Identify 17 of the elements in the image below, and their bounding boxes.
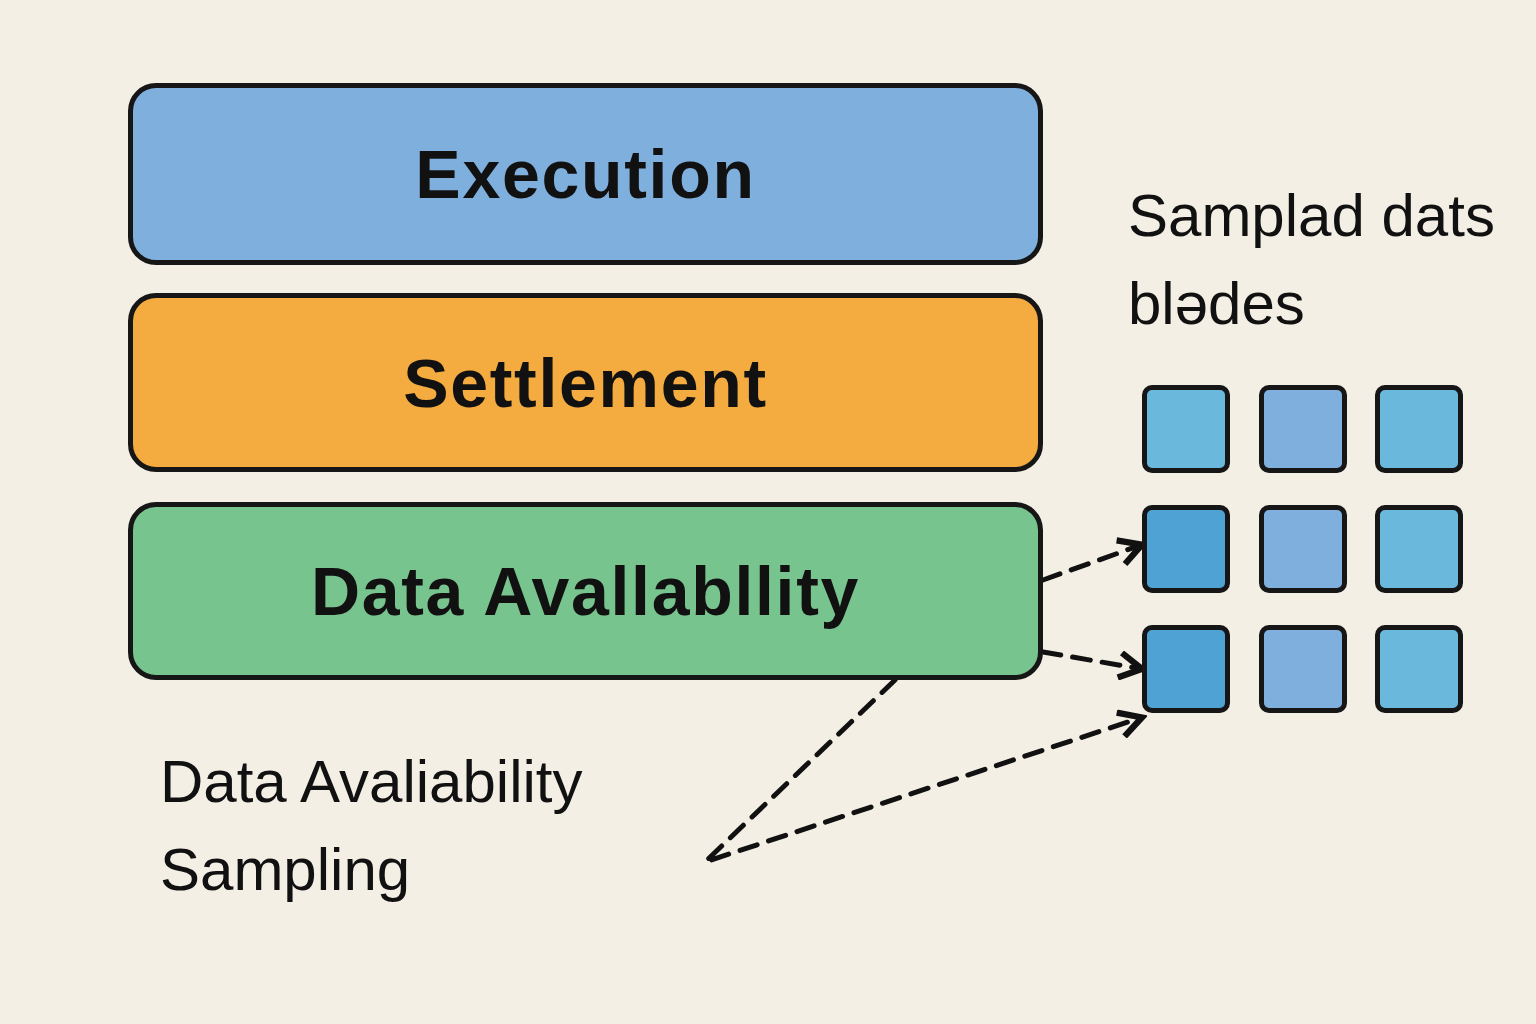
layer-label: Execution [415, 135, 756, 214]
layer-box [128, 293, 1043, 472]
layer-box [128, 83, 1043, 265]
layer-label: Data Avallabllity [310, 552, 861, 631]
data-block [1375, 385, 1463, 473]
layer-box [128, 502, 1043, 680]
data-block [1142, 625, 1230, 713]
data-block [1259, 625, 1347, 713]
data-block [1142, 505, 1230, 593]
annotation-text: Data Avaliability Sampling [160, 747, 584, 905]
data-block [1259, 505, 1347, 593]
data-block [1259, 385, 1347, 473]
data-block [1375, 505, 1463, 593]
data-block [1142, 385, 1230, 473]
annotation-text: Samplad dats blədes [1128, 181, 1496, 339]
layer-label: Settlement [403, 343, 768, 423]
data-block [1375, 625, 1463, 713]
